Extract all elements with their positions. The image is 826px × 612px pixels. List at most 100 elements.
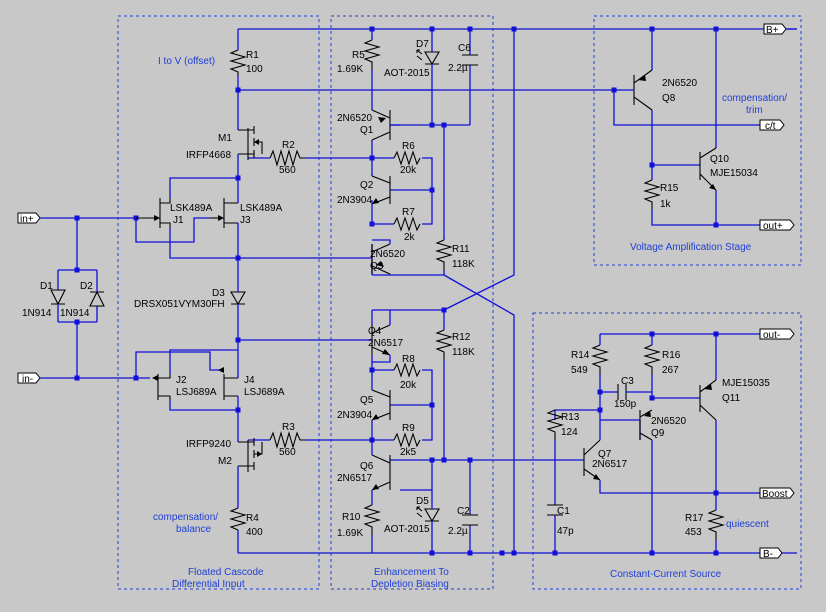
R15-symbol xyxy=(642,179,662,210)
label-Q9-ref: Q9 xyxy=(651,428,665,439)
port-b-minus: B- xyxy=(759,547,783,560)
capacitors xyxy=(462,54,630,526)
label-R2-value: 560 xyxy=(279,165,296,176)
label-Q8-value: 2N6520 xyxy=(662,78,697,89)
box-vas xyxy=(593,15,802,266)
M1-symbol xyxy=(237,126,263,160)
J4-symbol xyxy=(218,367,239,400)
label-C3-value: 150p xyxy=(614,399,637,410)
label-D3-value: DRSX051VYM30FH xyxy=(134,299,225,310)
label-R10-ref: R10 xyxy=(342,512,361,523)
label-Q7-ref: Q7 xyxy=(598,449,612,460)
label-R3-value: 560 xyxy=(279,447,296,458)
label-Q1-value: 2N6520 xyxy=(337,113,372,124)
port-out-plus: out+ xyxy=(759,219,795,232)
port-b-plus: B+ xyxy=(763,23,797,36)
component-labels: R1 100 M1 IRFP4668 R2 560 LSK489A J1 LSK… xyxy=(22,39,770,539)
label-R16-ref: R16 xyxy=(662,350,681,361)
label-D1-value: 1N914 xyxy=(22,308,52,319)
label-J4-ref: J4 xyxy=(244,375,255,386)
label-R8-ref: R8 xyxy=(402,354,415,365)
R11-symbol xyxy=(434,239,454,270)
label-J2-ref: J2 xyxy=(176,375,187,386)
label-R1-ref: R1 xyxy=(246,50,259,61)
label-D7-ref: D7 xyxy=(416,39,429,50)
port-b-minus-label: B- xyxy=(763,549,773,560)
label-Q8-ref: Q8 xyxy=(662,93,676,104)
port-in-plus-label: in+ xyxy=(20,214,34,225)
label-Q11-ref: Q11 xyxy=(722,393,741,404)
label-R16-value: 267 xyxy=(662,365,679,376)
J3-symbol xyxy=(210,198,239,228)
R6-symbol xyxy=(393,150,421,166)
label-R6-value: 20k xyxy=(400,165,417,176)
label-C2-ref: C2 xyxy=(457,506,470,517)
label-M2-value: IRFP9240 xyxy=(186,439,231,450)
label-J1-ref: J1 xyxy=(173,215,184,226)
label-R7-value: 2k xyxy=(404,232,416,243)
label-J3-value: LSK489A xyxy=(240,203,283,214)
label-J1-value: LSK489A xyxy=(170,203,213,214)
label-M1-ref: M1 xyxy=(218,133,232,144)
label-R9-ref: R9 xyxy=(402,423,415,434)
label-R13-value: 124 xyxy=(561,427,578,438)
label-Q3-value: 2N6520 xyxy=(370,249,405,260)
label-D3-ref: D3 xyxy=(212,288,225,299)
wires xyxy=(40,28,797,554)
label-Q2-ref: Q2 xyxy=(360,180,374,191)
section-vas: Voltage Amplification Stage xyxy=(630,242,752,253)
label-Q4-ref: Q4 xyxy=(368,326,382,337)
R13-symbol xyxy=(545,409,565,440)
label-C1-ref: C1 xyxy=(557,506,570,517)
Q1-symbol xyxy=(371,109,400,141)
port-in-minus-label: in- xyxy=(22,374,33,385)
jfets xyxy=(136,198,239,400)
port-in-minus: in- xyxy=(17,372,41,385)
label-R8-value: 20k xyxy=(400,380,417,391)
label-Q4-value: 2N6517 xyxy=(368,338,403,349)
R12-symbol xyxy=(434,329,454,360)
label-R9-value: 2k5 xyxy=(400,447,417,458)
label-R14-ref: R14 xyxy=(571,350,590,361)
annotations: I to V (offset) compensation/ trim compe… xyxy=(153,56,787,590)
D3-symbol xyxy=(230,290,246,306)
label-R11-value: 118K xyxy=(452,259,475,270)
label-Q5-value: 2N3904 xyxy=(337,410,372,421)
label-R17-value: 453 xyxy=(685,527,702,538)
Q6-symbol xyxy=(371,454,391,491)
R1-symbol xyxy=(228,49,248,76)
label-Q6-ref: Q6 xyxy=(360,461,374,472)
mosfets xyxy=(237,126,263,472)
label-Q11-value: MJE15035 xyxy=(722,378,770,389)
label-D2-value: 1N914 xyxy=(60,308,90,319)
resistors xyxy=(228,39,726,540)
port-in-plus: in+ xyxy=(17,212,41,225)
label-J4-value: LSJ689A xyxy=(244,387,285,398)
annot-quiescent: quiescent xyxy=(726,519,769,530)
label-D5-ref: D5 xyxy=(416,496,429,507)
J1-symbol xyxy=(136,198,171,228)
J2-symbol xyxy=(152,374,171,400)
label-R15-value: 1k xyxy=(660,199,672,210)
D5-symbol xyxy=(416,505,440,525)
label-R10-value: 1.69K xyxy=(337,528,363,539)
label-Q7-value: 2N6517 xyxy=(592,459,627,470)
Q10-symbol xyxy=(699,147,717,191)
label-R1-value: 100 xyxy=(246,64,263,75)
label-Q2-value: 2N3904 xyxy=(337,195,372,206)
label-Q3-ref: Q3 xyxy=(370,261,384,272)
annot-comp-bal-2: balance xyxy=(176,524,211,535)
label-R2-ref: R2 xyxy=(282,140,295,151)
label-D5-value: AOT-2015 xyxy=(384,524,430,535)
R2-symbol xyxy=(269,148,306,168)
Q9-symbol xyxy=(600,409,653,441)
annot-comp-trim-2: trim xyxy=(746,105,763,116)
R3-symbol xyxy=(269,430,306,450)
C1-symbol xyxy=(547,504,563,525)
label-R13-ref: R13 xyxy=(561,412,580,423)
D2-symbol xyxy=(89,290,105,307)
label-R4-ref: R4 xyxy=(246,513,259,524)
label-Q9-value: 2N6520 xyxy=(651,416,686,427)
port-ct: c/t xyxy=(759,119,785,132)
